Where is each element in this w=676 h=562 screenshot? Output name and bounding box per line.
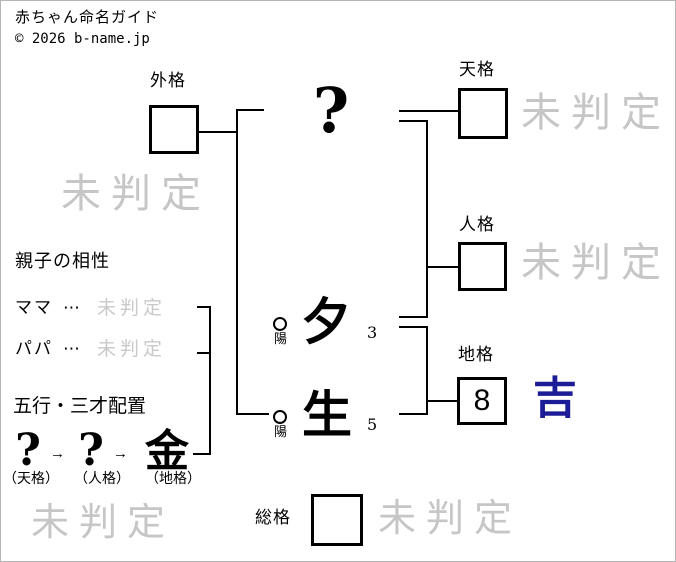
jinkaku-bracket-vertical-line: [426, 120, 428, 318]
yang-circle-icon: [273, 410, 287, 424]
gogyou-paren-tenkaku: （天格）: [3, 470, 59, 486]
soukaku-label: 総格: [255, 508, 291, 527]
chikaku-result-lucky: 吉: [533, 373, 577, 424]
tenkaku-connector-line: [399, 110, 458, 112]
jinkaku-bracket-top-arm-line: [399, 120, 428, 122]
compatibility-bracket-vertical-line: [209, 306, 211, 455]
gogyou-element-jinkaku: ?: [78, 425, 104, 476]
gaikaku-value-box: [149, 105, 199, 154]
jinkaku-result-watermark: 未判定: [521, 240, 671, 286]
gogyou-element-tenkaku: ?: [15, 425, 41, 476]
gaikaku-connector-line: [199, 131, 237, 133]
gogyou-heading: 五行・三才配置: [13, 396, 147, 417]
given-char-2: 生: [302, 385, 352, 444]
compatibility-row-mama-dots: ⋯: [63, 298, 80, 317]
gogyou-arrow-icon: →: [113, 445, 128, 462]
gaikaku-result-watermark: 未判定: [61, 171, 211, 217]
gogyou-result-watermark: 未判定: [31, 500, 176, 544]
compatibility-row-mama-result: 未判定: [97, 297, 167, 319]
given-char-1: 夕: [301, 292, 351, 351]
compatibility-papa-arm-line: [197, 352, 211, 354]
soukaku-value-box: [311, 494, 363, 546]
gogyou-arrow-icon: →: [50, 445, 65, 462]
soukaku-result-watermark: 未判定: [378, 496, 523, 540]
yang-label: 陽: [274, 424, 288, 439]
tenkaku-value-box: [458, 88, 508, 139]
gaikaku-label: 外格: [150, 71, 186, 90]
given-char-2-strokes: 5: [367, 415, 378, 434]
compatibility-heading: 親子の相性: [15, 251, 110, 271]
yang-circle-icon: [273, 317, 287, 331]
compatibility-row-mama-label: ママ: [15, 298, 53, 317]
chikaku-value: 8: [473, 384, 491, 417]
chikaku-bracket-bottom-arm-line: [399, 413, 428, 415]
site-title: 赤ちゃん命名ガイド: [15, 9, 160, 26]
chikaku-value-box: 8: [457, 377, 507, 425]
outer-bracket-vertical-line: [236, 109, 238, 415]
given-char-1-strokes: 3: [367, 323, 378, 342]
gogyou-element-chikaku: 金: [145, 426, 189, 477]
compatibility-gogyou-arm-line: [193, 453, 211, 455]
compatibility-row-papa-result: 未判定: [97, 338, 167, 360]
jinkaku-value-box: [458, 242, 507, 291]
gogyou-paren-chikaku: （地格）: [145, 470, 201, 486]
copyright-text: © 2026 b-name.jp: [15, 31, 150, 47]
jinkaku-connector-line: [428, 266, 458, 268]
chikaku-label: 地格: [458, 345, 494, 364]
chikaku-bracket-vertical-line: [426, 326, 428, 415]
chikaku-connector-line: [428, 400, 457, 402]
compatibility-row-papa-dots: ⋯: [63, 339, 80, 358]
outer-bracket-top-arm-line: [236, 109, 264, 111]
gogyou-paren-jinkaku: （人格）: [74, 470, 130, 486]
compatibility-mama-arm-line: [197, 306, 211, 308]
chikaku-bracket-top-arm-line: [399, 326, 428, 328]
tenkaku-label: 天格: [459, 60, 495, 79]
outer-bracket-bottom-arm-line: [236, 413, 269, 415]
compatibility-row-papa-label: パパ: [15, 339, 53, 358]
surname-char-unknown: ?: [312, 74, 350, 147]
jinkaku-bracket-bottom-arm-line: [399, 316, 428, 318]
tenkaku-result-watermark: 未判定: [521, 90, 671, 136]
jinkaku-label: 人格: [459, 215, 495, 234]
yang-label: 陽: [274, 331, 288, 346]
